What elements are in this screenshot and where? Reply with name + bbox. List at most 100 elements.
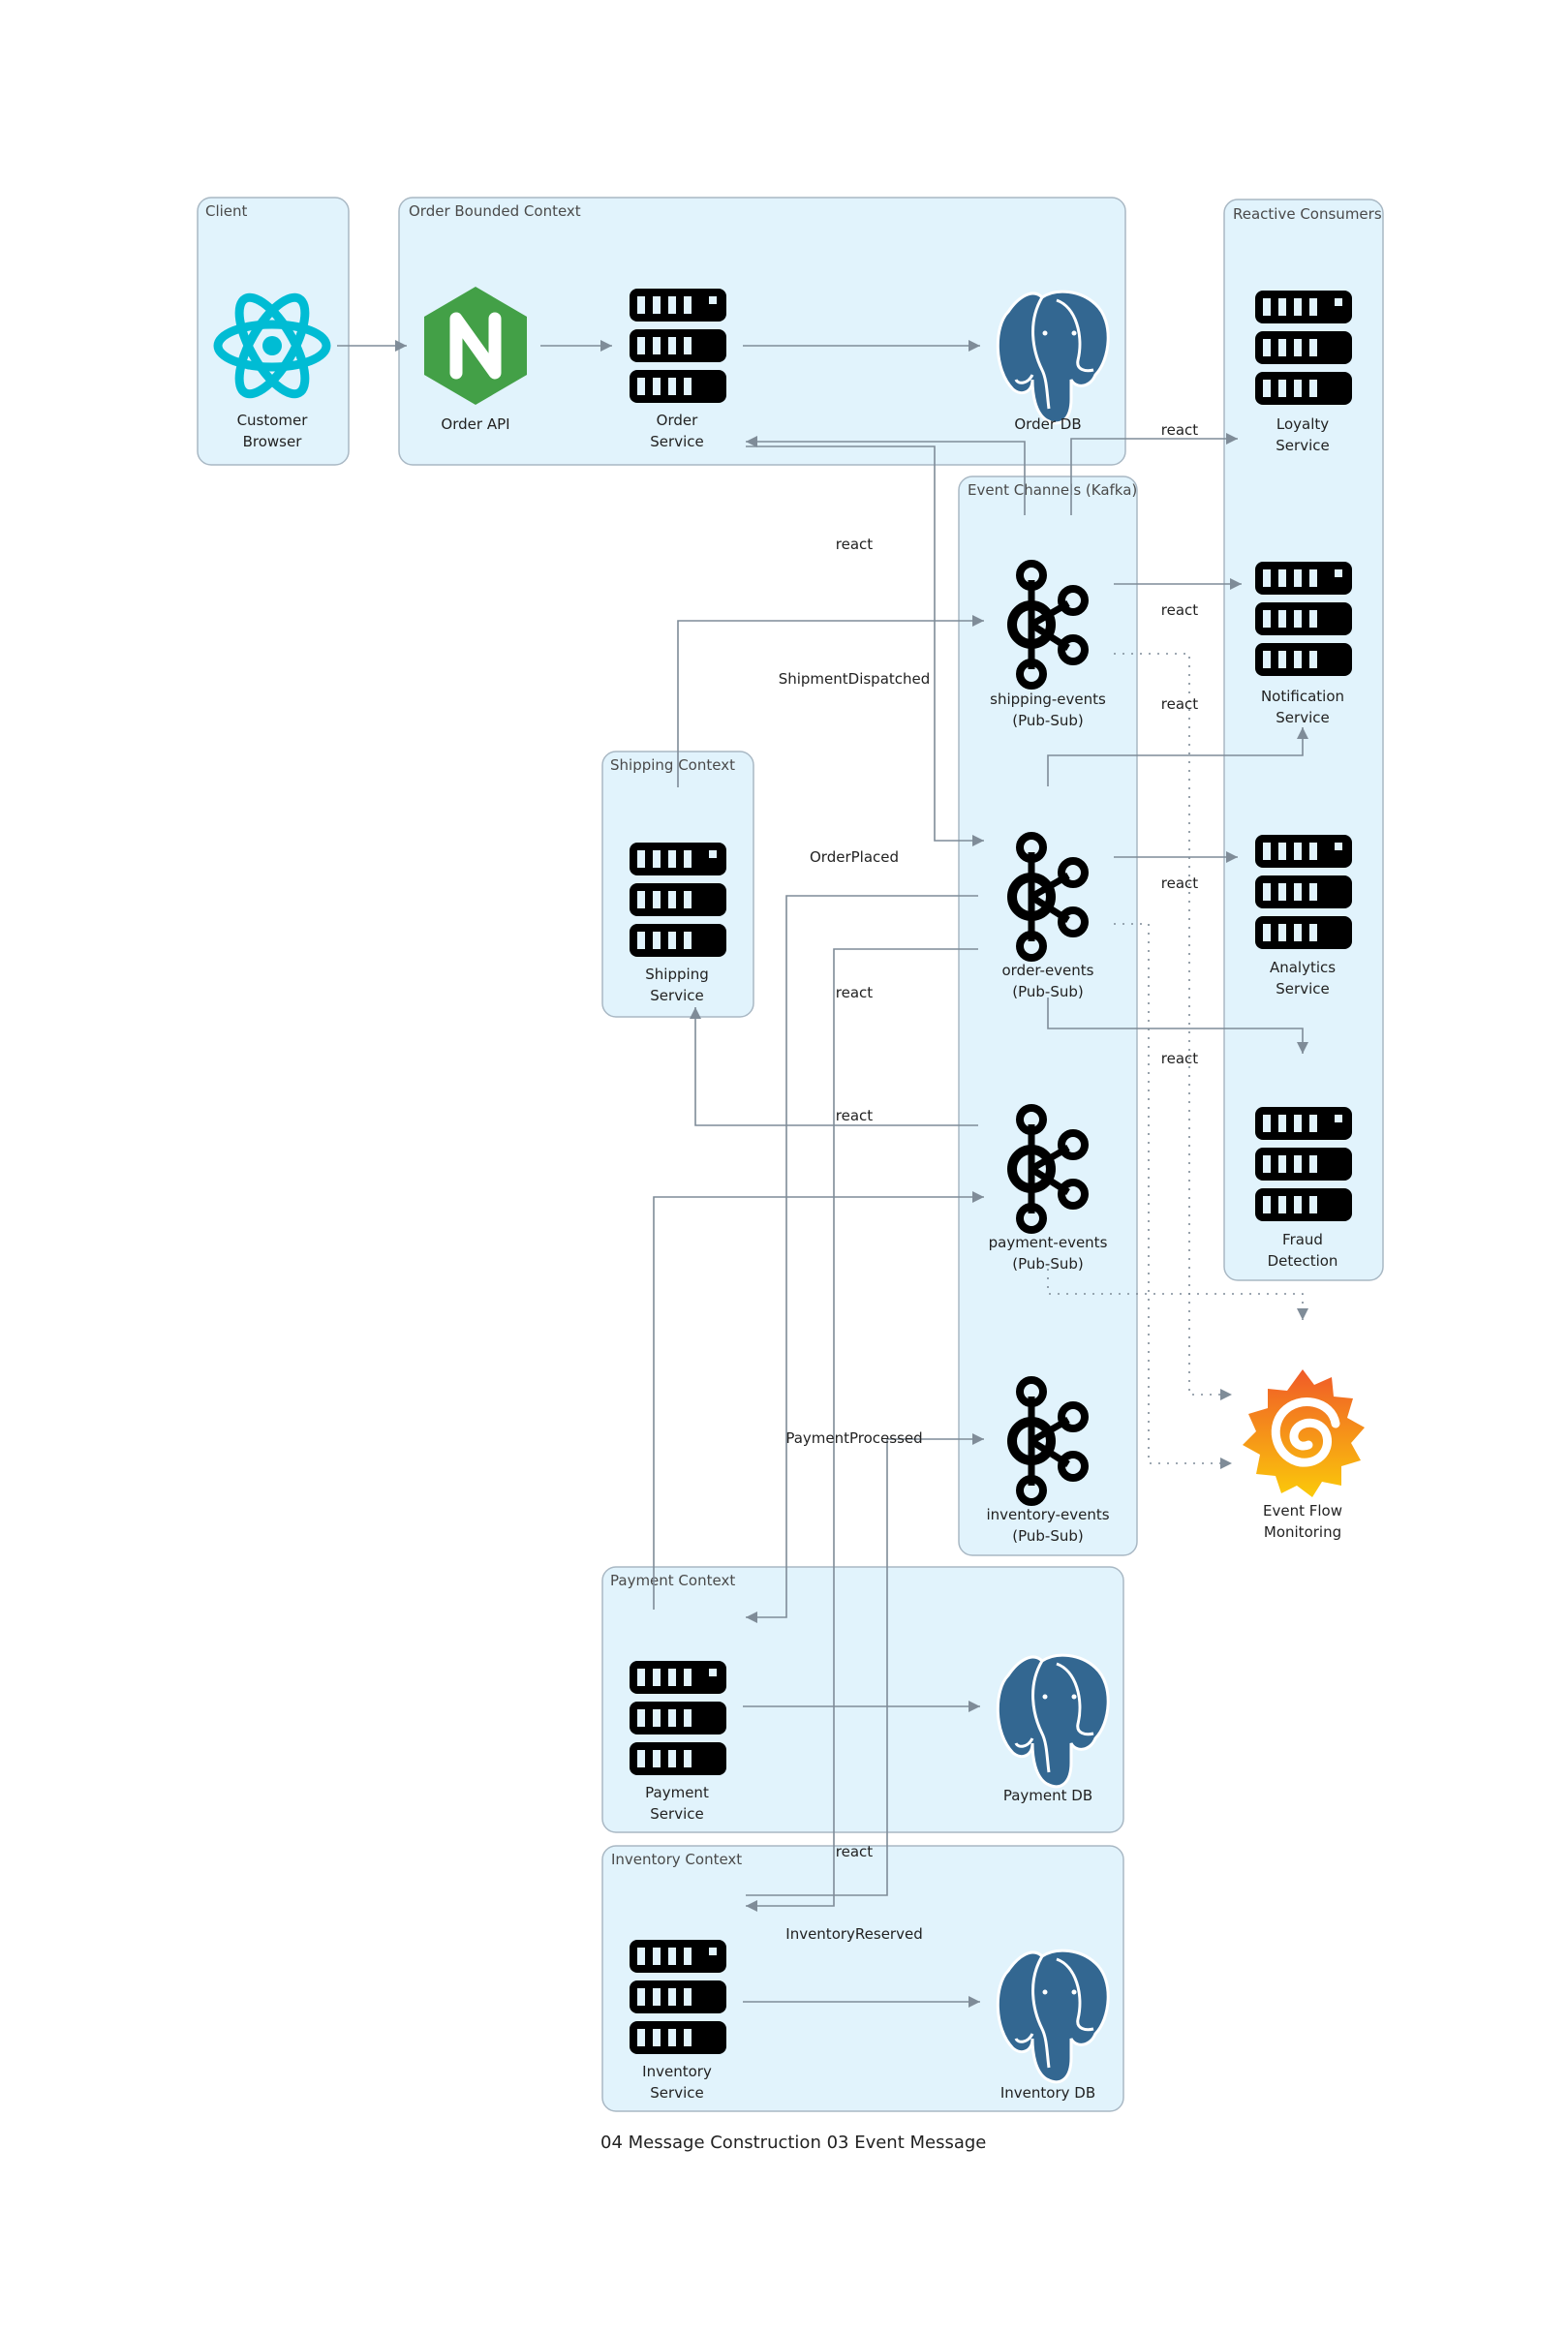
edge-to-loyalty [1070,433,1238,515]
cluster-label-channels: Event Channels (Kafka) [968,481,1137,499]
node-label: Service [650,1805,703,1823]
edge-shipping-events-to-order-service [746,436,1026,515]
node-label: Service [1276,709,1329,726]
server-icon [1255,835,1352,949]
edge-order-events-to-notification [1047,727,1308,786]
edge-label: react [1161,695,1199,713]
node-label: shipping-events [990,691,1106,708]
node-order-events[interactable]: order-events (Pub-Sub) [1002,836,1094,1000]
edge-labels: react react react react ShipmentDispatch… [779,421,1199,1943]
node-label: Loyalty [1276,415,1329,433]
edge-label: react [836,1843,874,1860]
node-label: order-events [1002,962,1094,979]
node-label: Browser [243,433,303,450]
diagram-title: 04 Message Construction 03 Event Message [600,2133,986,2153]
edge-label: react [1161,1050,1199,1067]
server-icon [1255,291,1352,405]
node-label: Fraud [1282,1231,1323,1248]
node-loyalty-service[interactable]: Loyalty Service [1255,291,1352,454]
server-icon [630,843,726,957]
node-payment-service[interactable]: Payment Service [630,1661,726,1823]
node-order-db[interactable]: Order DB [996,290,1110,433]
grafana-icon [1243,1369,1365,1497]
node-label: Service [650,2084,703,2102]
node-order-service[interactable]: Order Service [630,289,726,450]
node-inventory-events[interactable]: inventory-events (Pub-Sub) [986,1380,1110,1545]
node-label: Analytics [1270,959,1336,976]
edge-label: react [1161,421,1199,439]
edge-label: react [1161,601,1199,619]
edge-payment-events-to-shipping-service [690,1007,978,1126]
node-label: inventory-events [986,1506,1109,1523]
cluster-label-reactive: Reactive Consumers [1233,205,1382,223]
node-label: Inventory DB [1000,2084,1095,2102]
node-shipping-service[interactable]: Shipping Service [630,843,726,1004]
edge-shipping-service-to-shipping-events [677,615,984,787]
node-inventory-service[interactable]: Inventory Service [630,1940,726,2102]
edge-payment-service-to-payment-events [653,1191,984,1610]
cluster-order-bounded-context: Order Bounded Context [398,197,1126,466]
node-order-api[interactable]: Order API [424,287,527,433]
node-label: Inventory [642,2063,712,2080]
node-label: Shipping [645,966,708,983]
node-label: Order DB [1014,415,1081,433]
react-icon [213,292,331,399]
node-label: Detection [1268,1252,1338,1270]
node-label: (Pub-Sub) [1012,1527,1083,1545]
edge-label: react [836,1107,874,1124]
edge-label: react [1161,875,1199,892]
node-label: Payment [645,1784,709,1801]
node-notification-service[interactable]: Notification Service [1255,562,1352,726]
edge-inventory-service-to-inventory-events [746,1433,984,1896]
node-label: Notification [1261,688,1344,705]
edge-label: react [836,536,874,553]
node-label: Payment DB [1003,1787,1092,1804]
node-label: (Pub-Sub) [1012,983,1083,1000]
node-label: Service [650,433,703,450]
server-icon [1255,1107,1352,1221]
node-label: (Pub-Sub) [1012,712,1083,729]
server-icon [630,1661,726,1775]
edge-order-events-to-monitoring [1114,923,1232,1469]
nginx-icon [424,287,527,405]
cluster-label-order: Order Bounded Context [409,202,581,220]
node-analytics-service[interactable]: Analytics Service [1255,835,1352,998]
server-icon [630,289,726,403]
edge-label: PaymentProcessed [785,1429,922,1447]
node-label: Service [650,987,703,1004]
edge-label: react [836,984,874,1001]
cluster-label-shipping: Shipping Context [610,756,735,774]
edge-order-events-to-inventory-service [746,948,978,1912]
node-label: Service [1276,980,1329,998]
edge-label: InventoryReserved [785,1925,922,1943]
node-label: payment-events [989,1234,1108,1251]
node-label: (Pub-Sub) [1012,1255,1083,1273]
edge-shipping-events-to-monitoring [1114,653,1232,1400]
node-label: Customer [237,412,309,429]
node-inventory-db[interactable]: Inventory DB [996,1949,1110,2102]
node-label: Service [1276,437,1329,454]
cluster-reactive-consumers: Reactive Consumers [1223,199,1384,1281]
edges [337,340,1308,2008]
server-icon [630,1940,726,2054]
edge-order-events-to-payment-service [746,895,978,1623]
node-label: Order [657,412,698,429]
node-label: Event Flow [1263,1502,1342,1520]
node-payment-events[interactable]: payment-events (Pub-Sub) [989,1108,1108,1273]
cluster-label-client: Client [205,202,248,220]
edge-label: ShipmentDispatched [779,670,931,688]
cluster-client: Client [197,197,350,466]
node-label: Monitoring [1264,1523,1341,1541]
node-fraud-detection[interactable]: Fraud Detection [1255,1107,1352,1270]
node-label: Order API [441,415,509,433]
cluster-label-inventory: Inventory Context [611,1851,742,1868]
node-customer-browser[interactable]: Customer Browser [213,289,331,450]
edge-order-service-to-order-events [746,445,984,846]
node-shipping-events[interactable]: shipping-events (Pub-Sub) [990,564,1106,729]
cluster-label-payment: Payment Context [610,1572,735,1589]
node-event-flow-monitoring[interactable]: Event Flow Monitoring [1243,1369,1365,1541]
cluster-payment-context: Payment Context [601,1566,1124,1833]
edge-label: OrderPlaced [810,848,899,866]
node-payment-db[interactable]: Payment DB [996,1653,1110,1804]
